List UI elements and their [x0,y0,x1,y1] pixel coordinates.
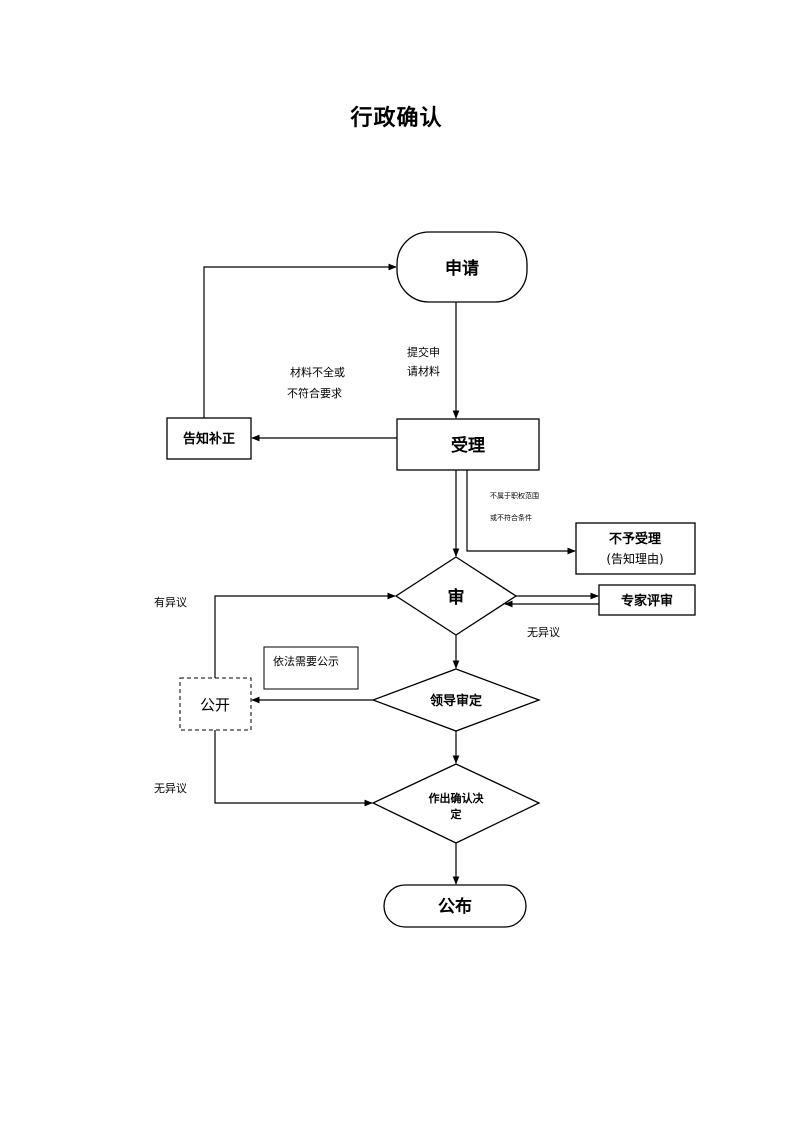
publish-label: 公布 [438,896,472,917]
objection-label: 有异议 [154,595,187,609]
accept-label: 受理 [451,435,485,456]
page-title: 行政确认 [350,106,443,131]
decide-label-line2: 定 [451,807,462,821]
no-objection-label: 无异议 [154,782,187,795]
reject-label-line1: 不予受理 [609,531,661,547]
apply-label: 申请 [445,258,479,279]
arrow-notify-to-apply [203,263,397,418]
arrow-publicity-objection [214,592,396,678]
leader-label: 领导审定 [430,693,482,709]
submit-label-line1: 提交申 [407,345,440,359]
no-objection-expert-label: 无异议 [527,626,560,639]
arrow-publicity-no-objection [214,730,373,807]
legal-publicity-label: 依法需要公示 [273,654,339,668]
publicity-node [179,677,252,731]
outside-label-line2: 或不符合条件 [490,513,532,522]
publicity-label: 公开 [200,696,230,714]
incomplete-label-line2: 不符合要求 [287,386,342,400]
accept-node [396,418,540,471]
apply-node [396,231,528,303]
incomplete-label-line1: 材料不全或 [290,365,345,379]
decide-label-line1: 作出确认决 [429,791,485,805]
expert-label: 专家评审 [621,593,673,609]
notify-fix-node [166,417,252,460]
legal-publicity-box [263,646,359,690]
review-label: 审 [448,587,465,608]
submit-label-line2: 请材料 [407,364,440,378]
expert-node [598,584,696,616]
notify-fix-label: 告知补正 [183,431,235,447]
reject-label-line2: (告知理由) [606,552,663,566]
outside-label-line1: 不属于职权范围 [490,491,539,500]
arrow-accept-to-reject [466,470,576,555]
publish-node [383,884,527,928]
reject-node [575,522,696,575]
